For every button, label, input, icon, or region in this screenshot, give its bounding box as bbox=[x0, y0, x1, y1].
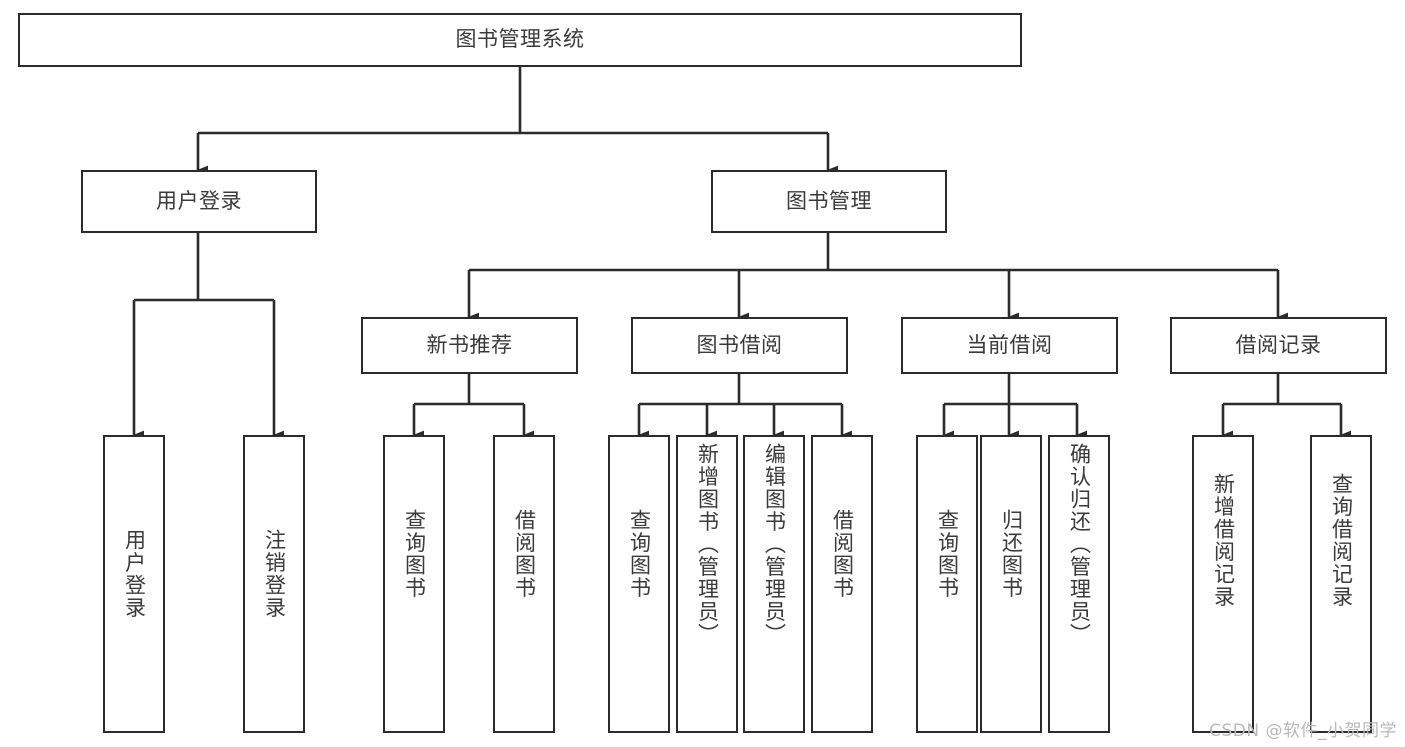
node-leaf-edit-book-label: 编辑图书（管理员） bbox=[762, 443, 787, 646]
node-leaf-query-record-label: 查询借阅记录 bbox=[1329, 473, 1354, 608]
node-leaf-confirm-return[interactable]: 确认归还（管理员） bbox=[1048, 435, 1110, 733]
watermark-text: CSDN @软件_小贺同学 bbox=[1209, 721, 1397, 741]
node-leaf-query-record[interactable]: 查询借阅记录 bbox=[1310, 435, 1372, 733]
node-new-book-recommend-label: 新书推荐 bbox=[426, 332, 513, 357]
node-leaf-borrow-book-1-label: 借阅图书 bbox=[512, 509, 537, 599]
node-book-borrow-label: 图书借阅 bbox=[696, 332, 783, 357]
node-borrow-record-label: 借阅记录 bbox=[1235, 332, 1322, 357]
node-leaf-user-login[interactable]: 用户登录 bbox=[103, 435, 165, 733]
node-user-login[interactable]: 用户登录 bbox=[81, 170, 317, 233]
node-leaf-query-book-2-label: 查询图书 bbox=[627, 509, 652, 599]
node-book-manage-label: 图书管理 bbox=[786, 188, 872, 213]
node-root[interactable]: 图书管理系统 bbox=[18, 13, 1022, 67]
node-leaf-query-book-1[interactable]: 查询图书 bbox=[383, 435, 445, 733]
node-leaf-query-book-1-label: 查询图书 bbox=[402, 509, 427, 599]
node-leaf-add-book[interactable]: 新增图书（管理员） bbox=[676, 435, 738, 733]
node-current-borrow-label: 当前借阅 bbox=[966, 332, 1053, 357]
node-book-borrow[interactable]: 图书借阅 bbox=[631, 317, 848, 374]
node-leaf-add-record[interactable]: 新增借阅记录 bbox=[1192, 435, 1254, 733]
node-borrow-record[interactable]: 借阅记录 bbox=[1170, 317, 1387, 374]
node-leaf-borrow-book-2[interactable]: 借阅图书 bbox=[811, 435, 873, 733]
node-book-manage[interactable]: 图书管理 bbox=[711, 170, 947, 233]
node-leaf-borrow-book-2-label: 借阅图书 bbox=[830, 509, 855, 599]
node-root-label: 图书管理系统 bbox=[455, 27, 585, 52]
node-leaf-return-book-label: 归还图书 bbox=[999, 509, 1024, 599]
node-leaf-confirm-return-label: 确认归还（管理员） bbox=[1067, 443, 1092, 646]
node-current-borrow[interactable]: 当前借阅 bbox=[901, 317, 1118, 374]
node-leaf-logout-login-label: 注销登录 bbox=[262, 529, 287, 619]
node-leaf-add-record-label: 新增借阅记录 bbox=[1211, 473, 1236, 608]
node-leaf-borrow-book-1[interactable]: 借阅图书 bbox=[493, 435, 555, 733]
node-leaf-query-book-3[interactable]: 查询图书 bbox=[916, 435, 978, 733]
node-leaf-query-book-3-label: 查询图书 bbox=[935, 509, 960, 599]
node-user-login-label: 用户登录 bbox=[156, 188, 242, 213]
node-leaf-logout-login[interactable]: 注销登录 bbox=[243, 435, 305, 733]
node-leaf-add-book-label: 新增图书（管理员） bbox=[695, 443, 720, 646]
node-leaf-user-login-label: 用户登录 bbox=[122, 529, 147, 619]
node-new-book-recommend[interactable]: 新书推荐 bbox=[361, 317, 578, 374]
node-leaf-edit-book[interactable]: 编辑图书（管理员） bbox=[743, 435, 805, 733]
node-leaf-query-book-2[interactable]: 查询图书 bbox=[608, 435, 670, 733]
node-leaf-return-book[interactable]: 归还图书 bbox=[980, 435, 1042, 733]
